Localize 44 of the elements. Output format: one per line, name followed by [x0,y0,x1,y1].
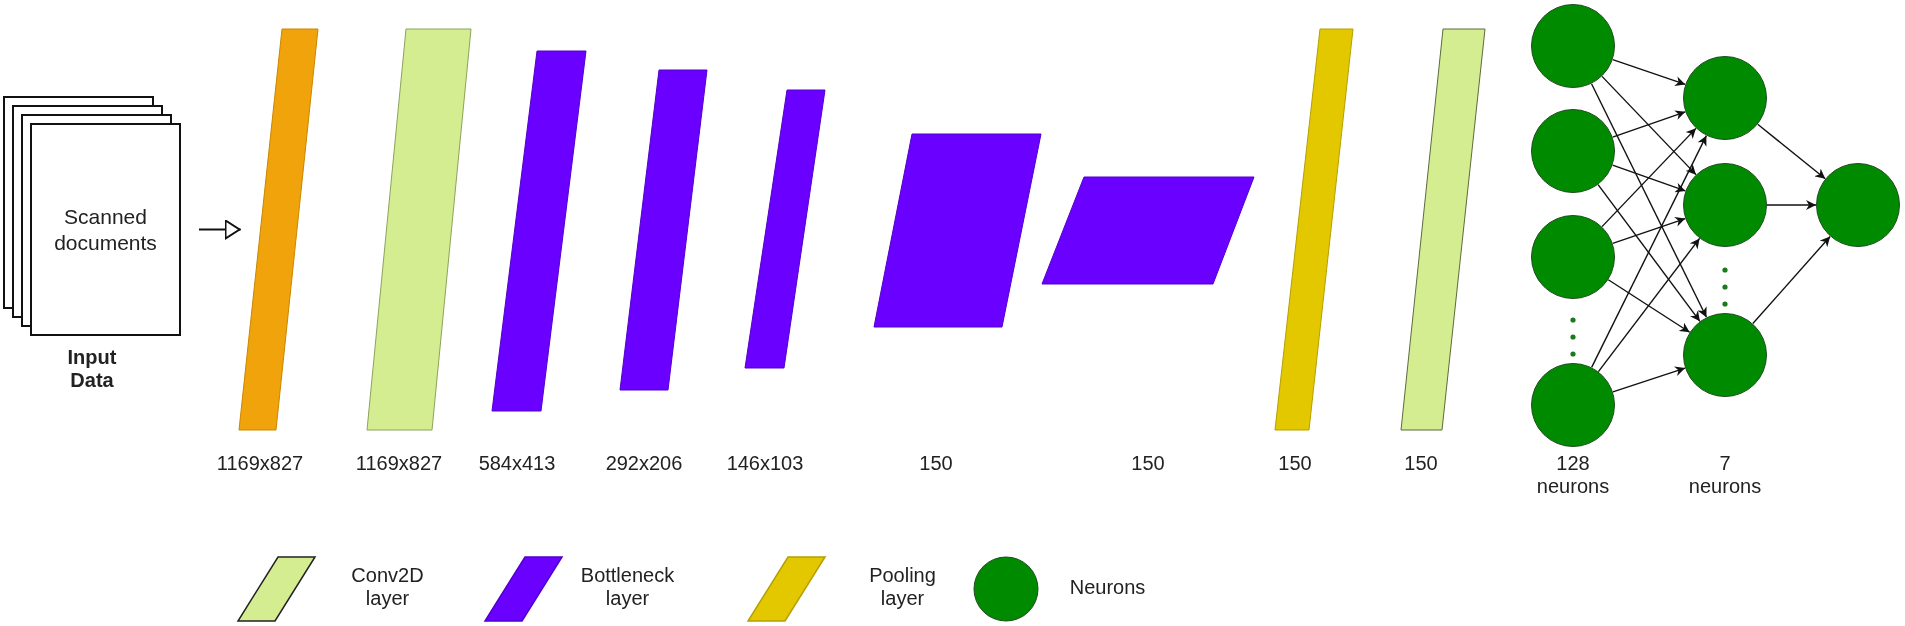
arrow [1611,164,1687,193]
column-label: 7 neurons [1687,452,1763,498]
arrow [1612,58,1686,86]
arrow [1607,279,1691,333]
arrow [1590,134,1708,369]
neuron-circle [1683,163,1767,247]
layer-block [874,134,1041,327]
size-label: 1169x827 [354,452,444,475]
neuron-circle [1683,56,1767,140]
legend-label: Bottleneck layer [579,564,676,610]
arrow [1597,237,1701,373]
layer-block [1042,177,1254,284]
size-label: 1169x827 [215,452,305,475]
column-label: 128 neurons [1535,452,1611,498]
node-text: Scanned documents [53,204,158,256]
arrow [1766,200,1817,210]
size-label: 150 [1130,452,1166,475]
arrow [1601,75,1697,176]
size-label: 150 [918,452,954,475]
arrow [1601,127,1697,228]
size-label: 292x206 [604,452,684,475]
arrow [1612,366,1686,393]
size-label: 584x413 [477,452,557,475]
layer-block [1275,29,1353,430]
size-label: 150 [1277,452,1313,475]
arrow [1757,123,1826,180]
layer-block [620,70,707,390]
legend-label: Conv2D layer [350,564,425,610]
arrow [1597,184,1701,322]
size-label: 150 [1403,452,1439,475]
arrow [1612,217,1686,245]
legend-label: Neurons [1068,576,1147,599]
arrow [1590,83,1708,318]
arrow [1752,235,1831,325]
layer-block [492,51,586,411]
caption-text: Input Data [66,346,118,392]
layer-block [745,90,825,368]
layer-block [1401,29,1485,430]
legend-label: Pooling layer [868,564,937,610]
layer-block [239,29,318,430]
layer-block [367,29,471,430]
arrow [198,219,242,240]
size-label: 146x103 [725,452,805,475]
arrow [1611,110,1687,138]
